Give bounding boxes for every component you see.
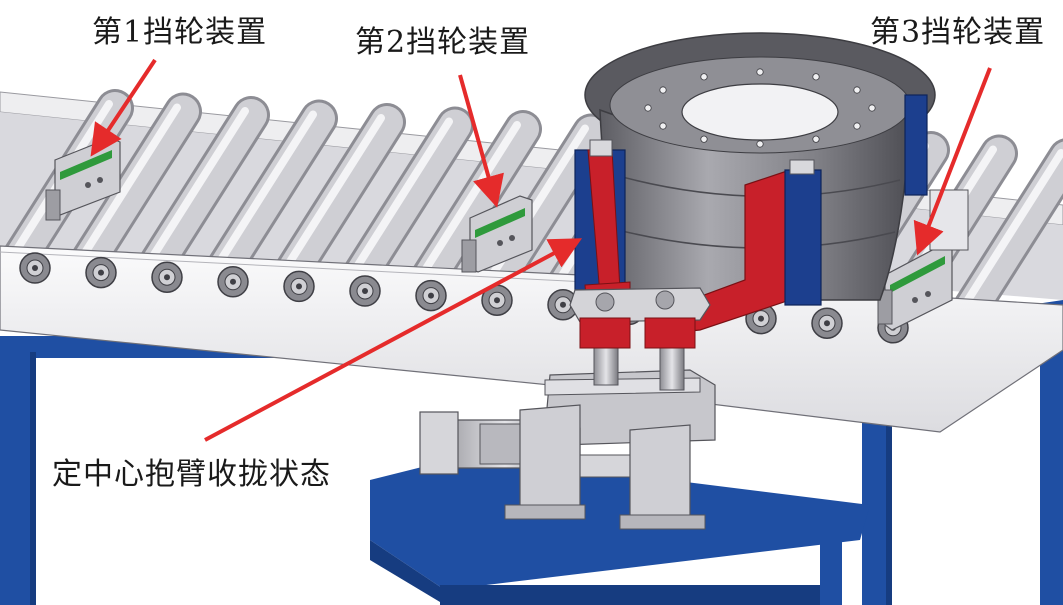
bolt-hole — [756, 68, 764, 76]
stopper-device-1 — [45, 137, 121, 221]
sprocket-wheel — [19, 252, 51, 284]
bolt-hole — [659, 86, 667, 94]
stopper-device-2 — [461, 195, 533, 273]
label-stopper-1: 第1挡轮装置 — [92, 15, 268, 50]
bolt-hole — [812, 73, 820, 81]
label-centering-arm: 定中心抱臂收拢状态 — [52, 457, 331, 492]
bolt-hole — [700, 135, 708, 143]
roller — [69, 92, 202, 281]
bolt-hole — [853, 122, 861, 130]
bolt-hole — [868, 104, 876, 112]
arrow-centering-arm — [204, 238, 583, 442]
sprocket-wheel — [151, 261, 183, 293]
arm-top-plate — [569, 287, 711, 349]
centering-base-unit — [419, 329, 716, 530]
callout-arrows — [90, 58, 992, 442]
rim-bolt-holes — [644, 68, 876, 148]
sprocket-wheel — [415, 279, 447, 312]
sprocket-wheel — [217, 266, 249, 298]
bolt-hole — [700, 73, 708, 81]
roller — [205, 99, 338, 288]
sprocket-wheel — [349, 275, 381, 307]
roller — [341, 106, 474, 295]
bolt-hole — [853, 86, 861, 94]
centering-arm-right — [649, 94, 928, 336]
roller — [137, 96, 270, 284]
arrow-stopper-1 — [90, 58, 157, 157]
roller — [273, 103, 406, 291]
sprocket-wheel — [283, 270, 315, 303]
bolt-hole — [812, 135, 820, 143]
sprocket-wheel — [85, 256, 117, 289]
arrow-stopper-3 — [913, 67, 992, 256]
bolt-hole — [756, 140, 764, 148]
label-stopper-3: 第3挡轮装置 — [870, 15, 1046, 50]
bolt-hole — [659, 122, 667, 130]
arrow-stopper-2 — [458, 74, 504, 208]
bolt-hole — [644, 104, 652, 112]
roller — [953, 138, 1063, 326]
label-stopper-2: 第2挡轮装置 — [355, 25, 531, 60]
sprocket-wheel — [811, 307, 843, 339]
